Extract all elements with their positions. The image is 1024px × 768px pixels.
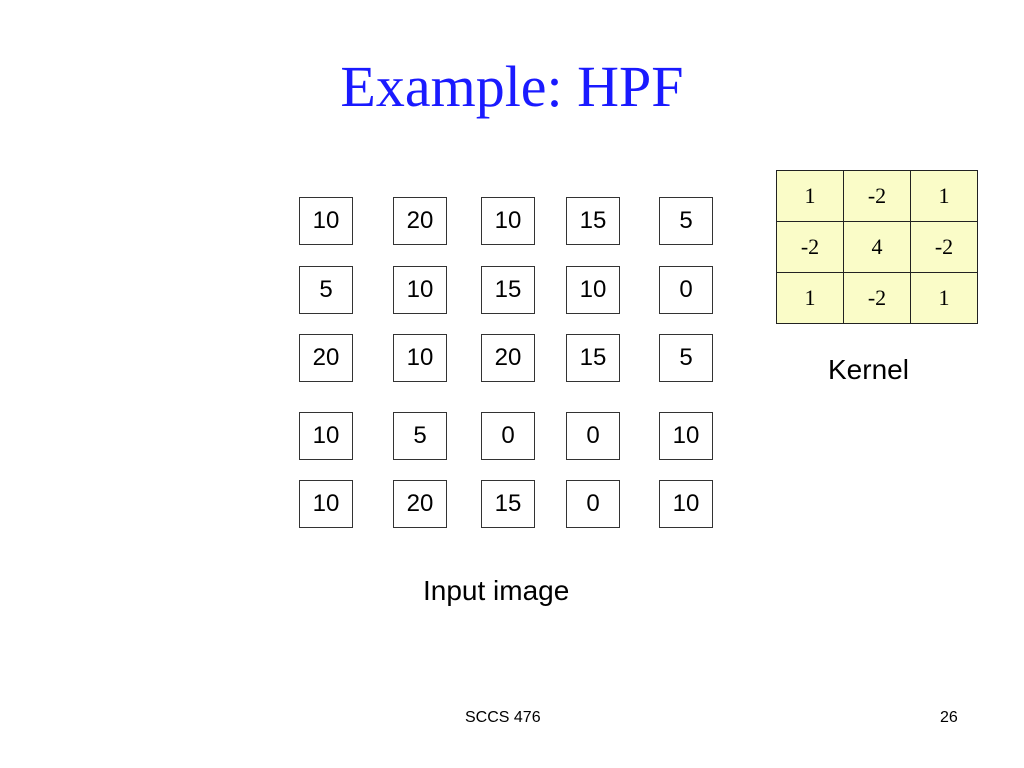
kernel-row: -2 4 -2: [776, 221, 978, 273]
input-cell: 10: [299, 480, 353, 528]
input-cell: 10: [481, 197, 535, 245]
input-cell: 5: [393, 412, 447, 460]
input-cell: 0: [566, 480, 620, 528]
input-cell: 20: [393, 480, 447, 528]
input-cell: 15: [481, 480, 535, 528]
input-cell: 5: [659, 334, 713, 382]
input-cell: 5: [659, 197, 713, 245]
input-cell: 15: [566, 334, 620, 382]
input-cell: 15: [566, 197, 620, 245]
kernel-cell: 1: [776, 272, 844, 324]
slide-number: 26: [940, 709, 958, 726]
kernel-cell: -2: [910, 221, 978, 273]
input-cell: 20: [299, 334, 353, 382]
kernel-cell: -2: [776, 221, 844, 273]
input-cell: 15: [481, 266, 535, 314]
kernel-matrix: 1 -2 1 -2 4 -2 1 -2 1: [776, 170, 978, 324]
kernel-cell: 1: [776, 170, 844, 222]
input-cell: 10: [299, 412, 353, 460]
kernel-cell: -2: [843, 272, 911, 324]
input-image-caption: Input image: [423, 575, 570, 606]
input-cell: 10: [393, 266, 447, 314]
kernel-cell: 1: [910, 272, 978, 324]
kernel-row: 1 -2 1: [776, 170, 978, 222]
kernel-cell: 1: [910, 170, 978, 222]
kernel-row: 1 -2 1: [776, 272, 978, 324]
input-cell: 10: [566, 266, 620, 314]
input-cell: 10: [659, 480, 713, 528]
input-cell: 20: [481, 334, 535, 382]
input-cell: 10: [659, 412, 713, 460]
footer-course-code: SCCS 476: [465, 709, 541, 726]
kernel-cell: 4: [843, 221, 911, 273]
kernel-cell: -2: [843, 170, 911, 222]
input-cell: 0: [566, 412, 620, 460]
input-cell: 0: [481, 412, 535, 460]
kernel-caption: Kernel: [828, 354, 909, 385]
input-cell: 20: [393, 197, 447, 245]
input-cell: 10: [393, 334, 447, 382]
input-cell: 5: [299, 266, 353, 314]
input-cell: 0: [659, 266, 713, 314]
input-cell: 10: [299, 197, 353, 245]
slide-title: Example: HPF: [340, 54, 684, 119]
